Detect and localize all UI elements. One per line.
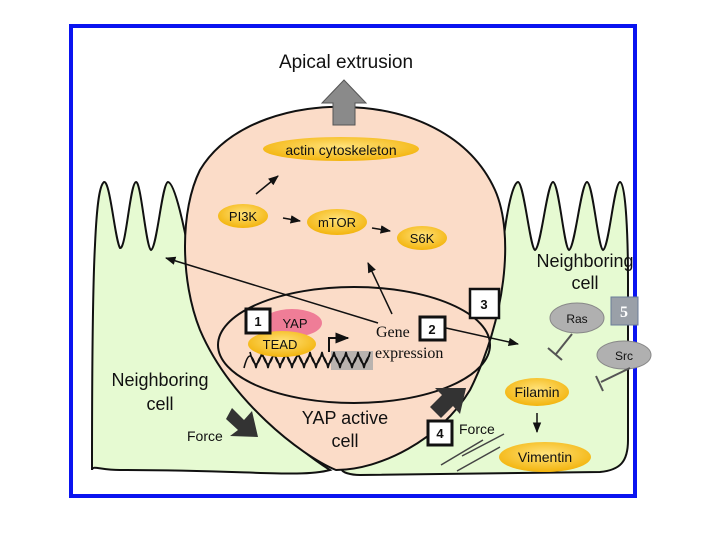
gene-expression-line1: Gene: [376, 324, 410, 341]
molecule-src: Src: [596, 340, 652, 370]
gene-expression-line2: expression: [375, 345, 443, 362]
step-4-box: 4: [426, 419, 454, 447]
arrow-pi3k-to-actin: [255, 175, 279, 195]
right-neighbor-label-line2: cell: [571, 273, 598, 293]
transcription-arrow-icon: [328, 332, 350, 352]
left-neighbor-label-line2: cell: [146, 394, 173, 414]
molecule-filamin: Filamin: [505, 378, 569, 406]
title-apical-extrusion: Apical extrusion: [279, 52, 413, 73]
molecule-ras: Ras: [549, 302, 605, 334]
molecule-mtor: mTOR: [307, 209, 367, 235]
src-inhibition-icon: [595, 367, 631, 392]
ras-inhibition-icon: [547, 333, 573, 361]
step-2-label: 2: [428, 322, 435, 337]
step-1-label: 1: [254, 314, 261, 329]
step-4-label: 4: [436, 426, 444, 441]
filamin-label: Filamin: [514, 384, 559, 400]
step-5-label: 5: [620, 304, 628, 321]
src-label: Src: [615, 349, 633, 363]
vimentin-label: Vimentin: [518, 449, 572, 465]
arrow-gene-to-left-neighbor: [164, 256, 379, 324]
arrow-mtor-to-s6k: [371, 225, 392, 234]
molecule-pi3k: PI3K: [218, 204, 268, 228]
force-label-right: Force: [459, 421, 495, 437]
yap-label: YAP: [282, 316, 307, 331]
left-neighbor-label-line1: Neighboring: [111, 370, 208, 390]
yap-active-label-line1: YAP active: [302, 408, 388, 428]
dna-helix-icon: [243, 351, 373, 370]
force-arrow-right-icon: [430, 388, 466, 418]
yap-active-label-line2: cell: [331, 431, 358, 451]
step-5-box: 5: [610, 296, 639, 326]
molecule-s6k: S6K: [397, 226, 447, 250]
force-lines-icon: [440, 433, 505, 472]
arrow-pi3k-to-mtor: [282, 215, 302, 224]
mtor-label: mTOR: [318, 215, 356, 230]
force-label-left: Force: [187, 428, 223, 444]
tead-label: TEAD: [263, 337, 298, 352]
pi3k-label: PI3K: [229, 209, 258, 224]
step-3-label: 3: [480, 297, 487, 312]
actin-label: actin cytoskeleton: [285, 142, 396, 158]
arrow-gene-to-mtor: [367, 262, 393, 315]
step-1-box: 1: [244, 307, 272, 335]
force-arrow-left-icon: [226, 408, 258, 437]
left-neighbor-cell: [91, 180, 333, 475]
molecule-tead: TEAD: [248, 331, 316, 357]
s6k-label: S6K: [410, 231, 435, 246]
step-3-box: 3: [468, 287, 501, 320]
step-2-box: 2: [418, 315, 447, 342]
nucleus: [217, 286, 491, 404]
molecule-actin: actin cytoskeleton: [263, 137, 419, 161]
right-neighbor-label-line1: Neighboring: [536, 251, 633, 271]
arrow-gene-to-right-neighbor: [445, 327, 520, 347]
ras-label: Ras: [566, 312, 587, 326]
molecule-yap: YAP: [262, 309, 322, 337]
molecule-vimentin: Vimentin: [499, 442, 591, 472]
extrusion-arrow-icon: [320, 79, 368, 126]
